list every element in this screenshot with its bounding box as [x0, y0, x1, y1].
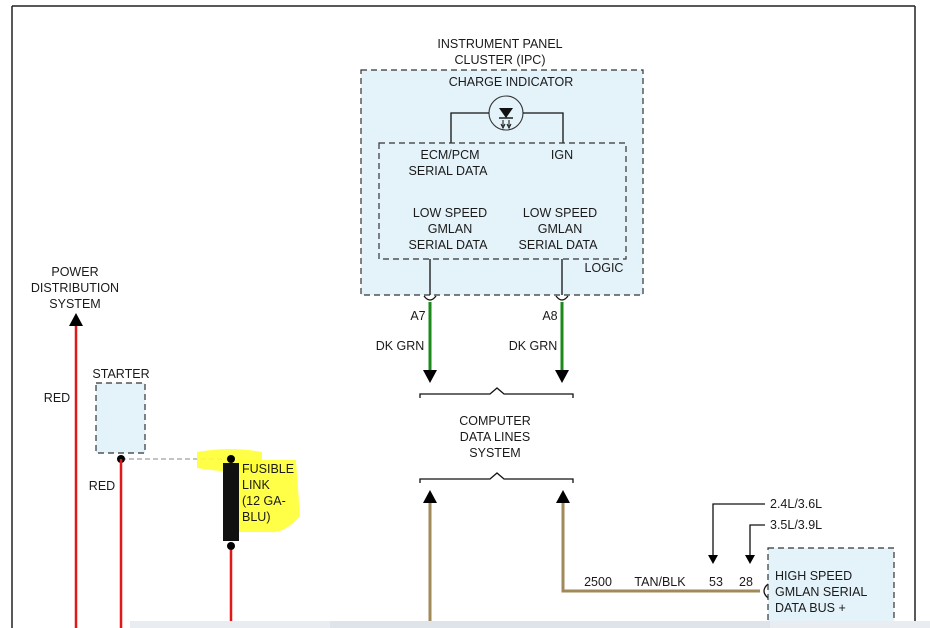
- fusible-line1: FUSIBLE: [242, 462, 294, 476]
- low-speed-2-line1: LOW SPEED: [523, 206, 597, 220]
- connector-a8-icon: [555, 295, 569, 301]
- wire-red-starter-label: RED: [89, 479, 115, 493]
- connector-a7-icon: [423, 295, 437, 301]
- low-speed-1-line1: LOW SPEED: [413, 206, 487, 220]
- pin-a7-label: A7: [410, 309, 425, 323]
- power-line1: POWER: [51, 265, 98, 279]
- variant-2-arrow-icon: [745, 555, 755, 564]
- data-lines-line2: DATA LINES: [460, 430, 530, 444]
- fusible-bottom-dot: [227, 542, 235, 550]
- bus-wire-color: TAN/BLK: [634, 575, 686, 589]
- power-line3: SYSTEM: [49, 297, 100, 311]
- charge-indicator-led-icon: [488, 95, 524, 131]
- data-lines-line1: COMPUTER: [459, 414, 531, 428]
- power-arrow-up-icon: [69, 313, 83, 326]
- hs-gmlan-box: [767, 547, 895, 628]
- low-speed-1-line3: SERIAL DATA: [409, 238, 489, 252]
- pin-53-label: 53: [709, 575, 723, 589]
- wire-a7-color-label: DK GRN: [376, 339, 425, 353]
- data-lines-brace-top: [419, 387, 574, 398]
- ipc-title-line1: INSTRUMENT PANEL: [437, 37, 562, 51]
- data-lines-brace-bottom: [419, 472, 574, 483]
- wire-a8-color-label: DK GRN: [509, 339, 558, 353]
- charge-indicator-label: CHARGE INDICATOR: [449, 75, 574, 89]
- variant-1-arrow-icon: [708, 555, 718, 564]
- logic-label: LOGIC: [585, 261, 624, 275]
- arrow-right-up-icon: [556, 490, 570, 503]
- starter-box: [95, 382, 146, 454]
- wire-red-power-label: RED: [44, 391, 70, 405]
- fusible-link-body: [223, 463, 239, 541]
- ipc-title-line2: CLUSTER (IPC): [455, 53, 546, 67]
- variant-1-label: 2.4L/3.6L: [770, 497, 822, 511]
- hs-line3: DATA BUS +: [775, 601, 846, 615]
- starter-label: STARTER: [92, 367, 149, 381]
- wire-tan-right: [561, 503, 760, 593]
- arrow-left-up-icon: [423, 490, 437, 503]
- ecm-label-line2: SERIAL DATA: [409, 164, 489, 178]
- arrow-a7-down-icon: [423, 370, 437, 383]
- bottom-scroll-thumb[interactable]: [330, 621, 770, 628]
- hs-line1: HIGH SPEED: [775, 569, 852, 583]
- variant-2-leader: [749, 524, 765, 556]
- ign-label: IGN: [551, 148, 573, 162]
- fusible-line3: (12 GA-: [242, 494, 286, 508]
- hs-connector-icon: [763, 583, 769, 599]
- fusible-top-dot: [227, 455, 235, 463]
- circuit-number: 2500: [584, 575, 612, 589]
- variant-1-leader: [712, 503, 765, 556]
- ecm-label-line1: ECM/PCM: [420, 148, 479, 162]
- data-lines-line3: SYSTEM: [469, 446, 520, 460]
- low-speed-2-line2: GMLAN: [538, 222, 582, 236]
- fusible-line2: LINK: [242, 478, 270, 492]
- hs-line2: GMLAN SERIAL: [775, 585, 867, 599]
- pin-28-label: 28: [739, 575, 753, 589]
- variant-2-label: 3.5L/3.9L: [770, 518, 822, 532]
- low-speed-1-line2: GMLAN: [428, 222, 472, 236]
- led-lead-right: [523, 112, 564, 143]
- logic-box: [378, 142, 627, 260]
- pin-a8-label: A8: [542, 309, 557, 323]
- low-speed-2-line3: SERIAL DATA: [519, 238, 599, 252]
- led-lead-left: [450, 112, 489, 143]
- arrow-a8-down-icon: [555, 370, 569, 383]
- power-line2: DISTRIBUTION: [31, 281, 119, 295]
- fusible-line4: BLU): [242, 510, 270, 524]
